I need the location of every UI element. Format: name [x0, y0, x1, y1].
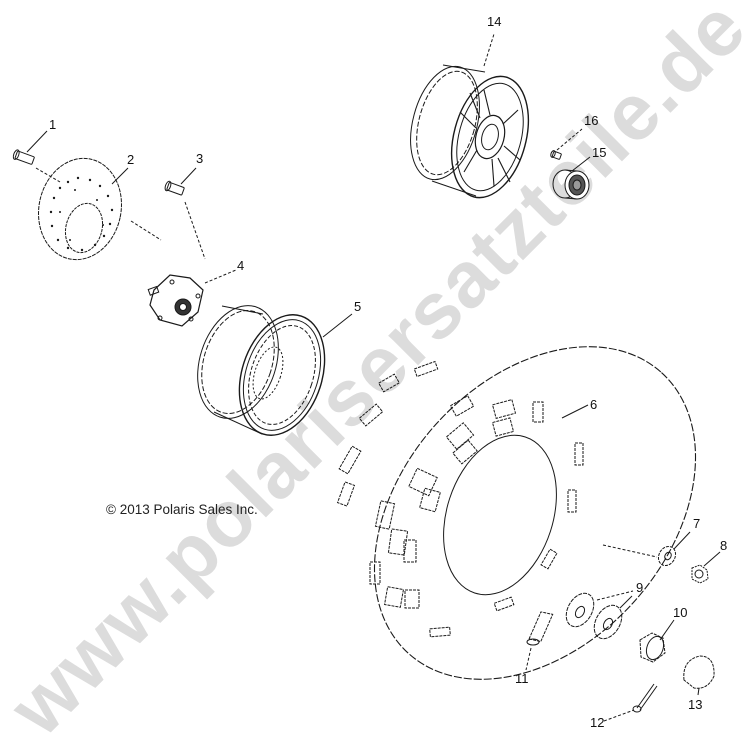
leader-line: [619, 595, 633, 609]
leader-line: [483, 33, 495, 67]
leader-line: [561, 404, 589, 419]
bolt-icon[interactable]: [12, 149, 35, 165]
callout-6: 6: [590, 397, 598, 412]
callout-3: 3: [196, 151, 204, 166]
leader-line: [204, 269, 237, 284]
callout-10: 10: [673, 605, 688, 620]
callout-12: 12: [590, 715, 605, 730]
tire-icon[interactable]: [310, 284, 754, 735]
center-cap-icon[interactable]: [552, 169, 590, 200]
callout-11: 11: [515, 671, 529, 686]
stud-icon[interactable]: [164, 180, 185, 196]
leader-line: [659, 619, 675, 641]
callout-9: 9: [636, 580, 644, 595]
leader-line: [602, 544, 658, 558]
callout-16: 16: [584, 113, 599, 128]
leader-line: [130, 220, 162, 241]
castle-nut-icon[interactable]: [639, 632, 667, 663]
leader-line: [111, 167, 129, 185]
aluminum-rim-icon[interactable]: [399, 59, 541, 207]
callout-4: 4: [237, 258, 245, 273]
washer-icon[interactable]: [655, 543, 679, 568]
callout-1: 1: [49, 117, 57, 132]
leader-line: [556, 128, 583, 151]
leader-line: [322, 313, 353, 338]
leader-line: [673, 531, 691, 550]
callout-2: 2: [127, 152, 135, 167]
leader-line: [26, 130, 48, 153]
callout-8: 8: [720, 538, 728, 553]
copyright-notice: © 2013 Polaris Sales Inc.: [106, 502, 258, 517]
wheel-hub-icon[interactable]: [147, 274, 204, 327]
hub-cap-icon[interactable]: [683, 655, 715, 696]
cotter-pin-icon[interactable]: [632, 683, 658, 713]
callout-13: 13: [688, 697, 703, 712]
callout-14: 14: [487, 14, 502, 29]
lug-nut-icon[interactable]: [691, 564, 709, 584]
callout-7: 7: [693, 516, 701, 531]
leader-line: [525, 647, 532, 671]
line-art: [12, 33, 754, 735]
washers-icon[interactable]: [561, 588, 628, 643]
valve-stem-icon[interactable]: [526, 611, 554, 646]
leader-line: [184, 201, 206, 260]
steel-rim-icon[interactable]: [184, 295, 339, 446]
callout-15: 15: [592, 145, 607, 160]
leader-line: [703, 551, 721, 567]
brake-disc-icon[interactable]: [29, 151, 130, 268]
cap-screw-icon[interactable]: [550, 150, 562, 160]
leader-line: [180, 167, 197, 185]
leader-line: [603, 709, 635, 722]
callout-5: 5: [354, 299, 362, 314]
leader-line: [596, 590, 634, 601]
leader-line: [571, 156, 591, 172]
